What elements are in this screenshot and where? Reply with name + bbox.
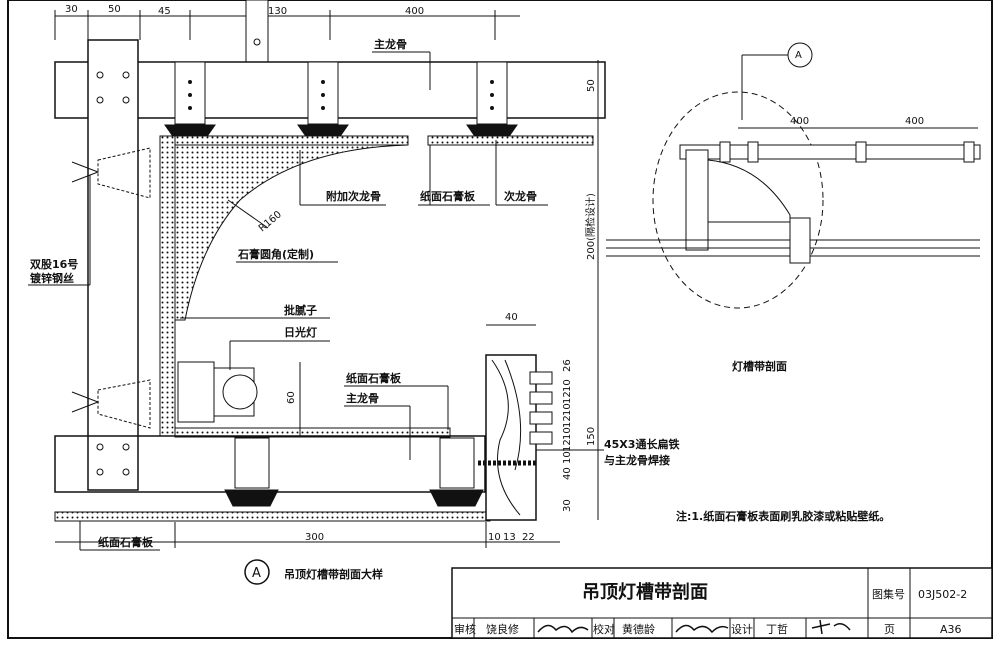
section-view: A 400 400 灯槽带剖面 — [606, 42, 981, 373]
checker-name: 黄德龄 — [622, 622, 655, 636]
bdim-22: 22 — [522, 532, 535, 543]
dim-40: 40 — [505, 312, 518, 323]
vdim-40: 40 — [562, 467, 573, 480]
detail-title: 吊顶灯槽带剖面大样 — [284, 567, 383, 581]
detail-callout-ellipse — [652, 91, 824, 309]
label-main-keel-mid: 主龙骨 — [346, 391, 379, 405]
dim-30: 30 — [65, 4, 78, 15]
page-number: A36 — [940, 623, 962, 636]
check-label: 校对 — [593, 622, 615, 636]
title-block: 吊顶灯槽带剖面 图集号 03J502-2 页 A36 审核 饶良修 校对 黄德龄… — [451, 567, 993, 639]
page-label: 页 — [884, 623, 895, 636]
label-main-keel-top: 主龙骨 — [374, 37, 407, 51]
designer-name: 丁哲 — [766, 623, 788, 636]
label-flat-iron-2: 与主龙骨焊接 — [604, 453, 670, 467]
detail-a: 30 50 45 130 400 — [28, 0, 679, 585]
review-label: 审核 — [454, 622, 476, 636]
label-gypsum-board-mid: 纸面石膏板 — [346, 371, 402, 385]
vdim-12a: 12 — [562, 391, 573, 404]
label-gypsum-board-top: 纸面石膏板 — [420, 189, 476, 203]
label-flat-iron-1: 45X3通长扁铁 — [604, 437, 679, 451]
bdim-300: 300 — [305, 532, 324, 543]
rdim-400b: 400 — [905, 116, 924, 127]
label-putty: 批腻子 — [284, 303, 317, 317]
note: 注:1.纸面石膏板表面刷乳胶漆或粘贴壁纸。 — [676, 509, 890, 523]
vdim-10d: 10 — [562, 451, 573, 464]
vdim-26: 26 — [562, 359, 573, 372]
bdim-13: 13 — [503, 532, 516, 543]
vdim-60: 60 — [286, 391, 297, 404]
atlas-label: 图集号 — [872, 587, 905, 601]
dim-400: 400 — [405, 6, 424, 17]
vdim-30: 30 — [562, 499, 573, 512]
vdim-12b: 12 — [562, 415, 573, 428]
detail-marker — [244, 559, 270, 585]
dim-50: 50 — [108, 4, 121, 15]
radius-label: R160 — [257, 209, 284, 234]
design-label: 设计 — [731, 623, 753, 636]
vdim-200: 200(隔检设计) — [584, 193, 597, 260]
section-marker-letter: A — [795, 50, 802, 61]
reviewer-name: 饶良修 — [486, 622, 519, 636]
title-block-title: 吊顶灯槽带剖面 — [582, 581, 708, 603]
rdim-400a: 400 — [790, 116, 809, 127]
label-gypsum-board-bottom: 纸面石膏板 — [98, 535, 154, 549]
dim-130: 130 — [268, 6, 287, 17]
vdim-50: 50 — [586, 79, 597, 92]
vdim-150: 150 — [586, 427, 597, 446]
checker-signature — [675, 624, 729, 634]
label-steel-wire-1: 双股16号 — [30, 258, 78, 271]
reviewer-signature — [537, 624, 589, 634]
label-sub-keel: 次龙骨 — [504, 189, 537, 203]
vdim-10b: 10 — [562, 403, 573, 416]
label-fluorescent: 日光灯 — [284, 325, 317, 339]
label-gypsum-corner: 石膏圆角(定制) — [237, 247, 314, 261]
label-steel-wire-2: 镀锌钢丝 — [30, 271, 74, 285]
label-extra-sub-keel: 附加次龙骨 — [326, 189, 381, 203]
vdim-10a: 10 — [562, 379, 573, 392]
atlas-number: 03J502-2 — [918, 588, 967, 601]
designer-signature — [811, 619, 851, 635]
vdim-12c: 12 — [562, 439, 573, 452]
bdim-10: 10 — [488, 532, 501, 543]
detail-marker-letter: A — [252, 566, 261, 581]
vdim-10c: 10 — [562, 427, 573, 440]
section-title: 灯槽带剖面 — [732, 359, 787, 373]
dim-45: 45 — [158, 6, 171, 17]
